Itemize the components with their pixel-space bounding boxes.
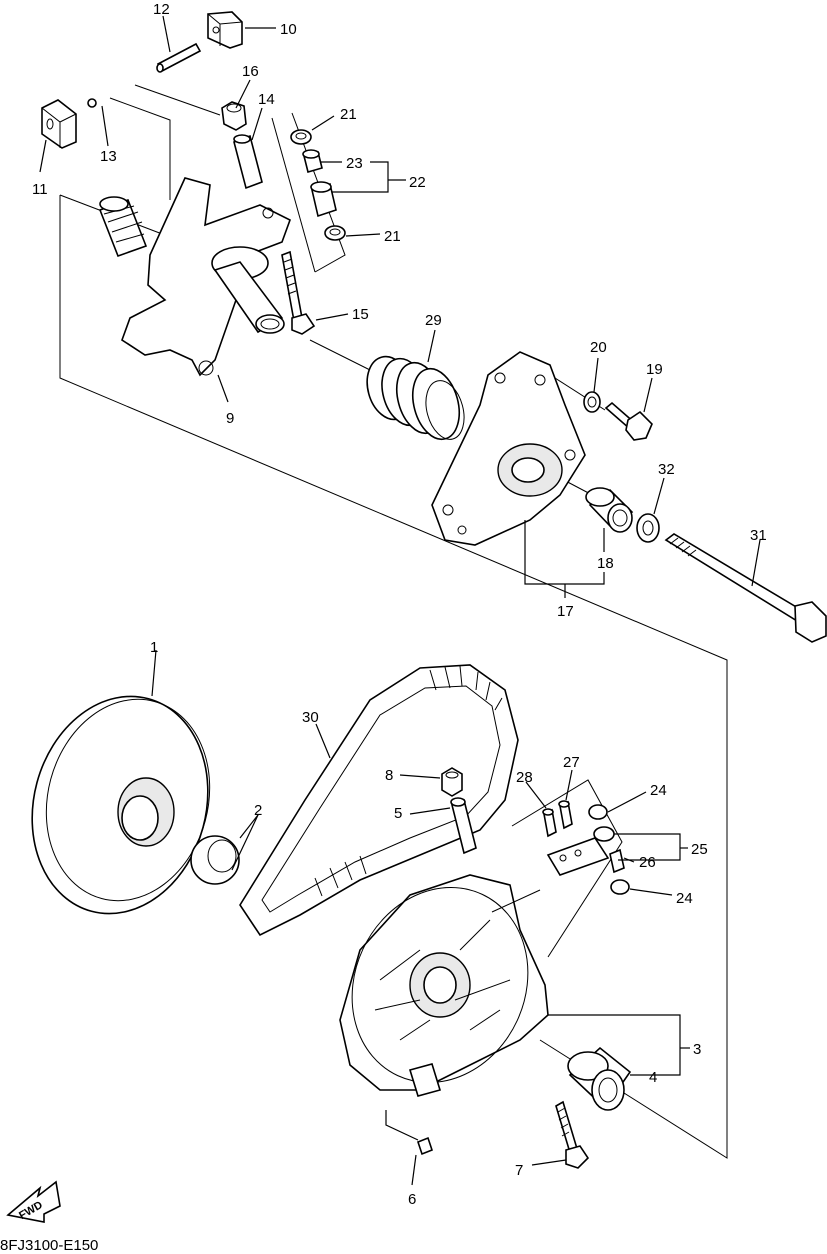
part-17-cover xyxy=(431,351,586,546)
callout-2: 2 xyxy=(254,802,262,819)
callout-6: 6 xyxy=(408,1191,416,1208)
part-23-bushing xyxy=(302,149,323,173)
part-6-cap xyxy=(417,1136,433,1156)
callout-26: 26 xyxy=(639,854,656,871)
part-4-bushing xyxy=(567,1046,632,1111)
callout-19: 19 xyxy=(646,361,663,378)
callout-32: 32 xyxy=(658,461,675,478)
callout-13: 13 xyxy=(100,148,117,165)
callout-30: 30 xyxy=(302,709,319,726)
callout-18: 18 xyxy=(597,555,614,572)
callout-20: 20 xyxy=(590,339,607,356)
fwd-arrow: FWD xyxy=(6,1180,61,1223)
part-19-bolt xyxy=(604,401,653,441)
part-21-washer-top xyxy=(290,129,312,145)
callout-29: 29 xyxy=(425,312,442,329)
part-30-belt xyxy=(239,664,519,937)
part-9-spider xyxy=(98,177,291,377)
callout-10: 10 xyxy=(280,21,297,38)
part-13-ball xyxy=(87,98,97,108)
part-15-bolt xyxy=(281,250,316,335)
callout-12: 12 xyxy=(153,1,170,18)
callout-7: 7 xyxy=(515,1162,523,1179)
part-8-nut xyxy=(441,767,463,797)
part-22-roller xyxy=(310,181,337,218)
callout-17: 17 xyxy=(557,603,574,620)
part-32-washer xyxy=(636,513,660,543)
callout-21b: 21 xyxy=(384,228,401,245)
leader-lines xyxy=(39,15,761,1186)
callout-14: 14 xyxy=(258,91,275,108)
part-18-bushing xyxy=(585,487,634,533)
callout-22: 22 xyxy=(409,174,426,191)
callout-11: 11 xyxy=(32,181,48,198)
callout-27: 27 xyxy=(563,754,580,771)
part-11-slider xyxy=(41,99,77,149)
callout-23: 23 xyxy=(346,155,363,172)
part-14-sleeve xyxy=(233,134,263,190)
callout-24a: 24 xyxy=(650,782,667,799)
part-29-spring xyxy=(366,355,465,441)
callout-9: 9 xyxy=(226,410,234,427)
callout-labels: 1 2 3 4 5 6 7 8 9 10 11 12 13 14 15 16 1… xyxy=(32,1,767,1208)
callout-28: 28 xyxy=(516,769,533,786)
callout-31: 31 xyxy=(750,527,767,544)
part-20-washer xyxy=(583,391,601,413)
parts-24-28-assembly xyxy=(491,779,630,958)
callout-8: 8 xyxy=(385,767,393,784)
callout-3: 3 xyxy=(693,1041,701,1058)
part-10-slider xyxy=(207,11,243,49)
part-5-sleeve xyxy=(450,797,477,855)
callout-4: 4 xyxy=(649,1069,657,1086)
part-21-washer-bottom xyxy=(324,225,346,241)
part-7-bolt xyxy=(555,1100,590,1169)
part-12-pin xyxy=(156,42,202,73)
part-16-nut xyxy=(221,101,247,131)
part-2-bushing xyxy=(190,835,240,885)
callout-16: 16 xyxy=(242,63,259,80)
callout-15: 15 xyxy=(352,306,369,323)
callout-25: 25 xyxy=(691,841,708,858)
callout-5: 5 xyxy=(394,805,402,822)
diagram-code: 8FJ3100-E150 xyxy=(0,1237,98,1254)
part-31-bolt xyxy=(664,533,827,643)
callout-21a: 21 xyxy=(340,106,357,123)
callout-24b: 24 xyxy=(676,890,693,907)
part-3-movable-sheave xyxy=(339,874,549,1097)
callout-1: 1 xyxy=(150,639,158,656)
part-1-sheave xyxy=(31,695,211,915)
